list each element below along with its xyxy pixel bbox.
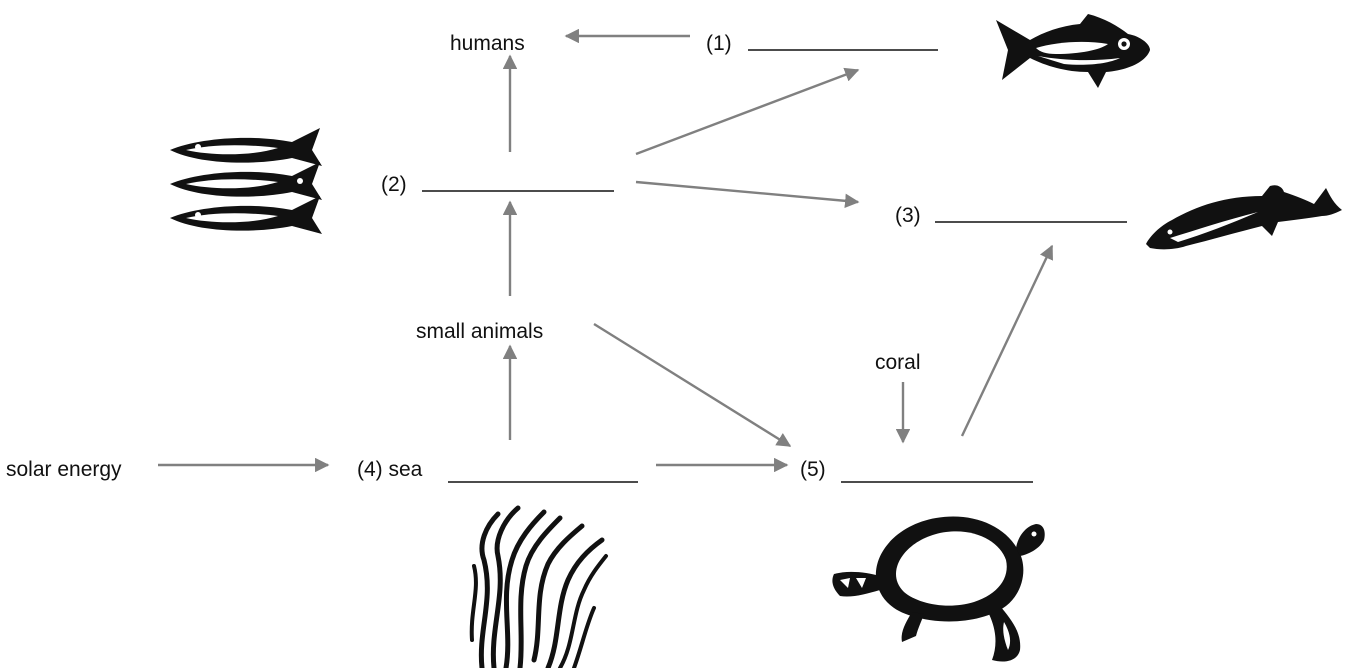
solar-energy-label: solar energy (6, 458, 122, 481)
dolphin-icon (1146, 185, 1342, 249)
humans-label: humans (450, 32, 525, 55)
blank-5-label: (5) (800, 458, 826, 481)
seaweed-icon (472, 508, 606, 668)
tuna-fish-icon (996, 14, 1150, 88)
blank-1-label: (1) (706, 32, 732, 55)
arrow-2-to-3 (636, 182, 858, 202)
sardines-icon (170, 128, 322, 234)
arrow-2-to-1 (636, 70, 858, 154)
arrow-5-to-3 (962, 246, 1052, 436)
arrow-small-animals-to-5 (594, 324, 790, 446)
blank-3-label: (3) (895, 204, 921, 227)
coral-label: coral (875, 351, 921, 374)
sea-turtle-icon (832, 516, 1044, 661)
small-animals-label: small animals (416, 320, 543, 343)
blank-4-label: (4) sea (357, 458, 423, 481)
blank-2-label: (2) (381, 173, 407, 196)
